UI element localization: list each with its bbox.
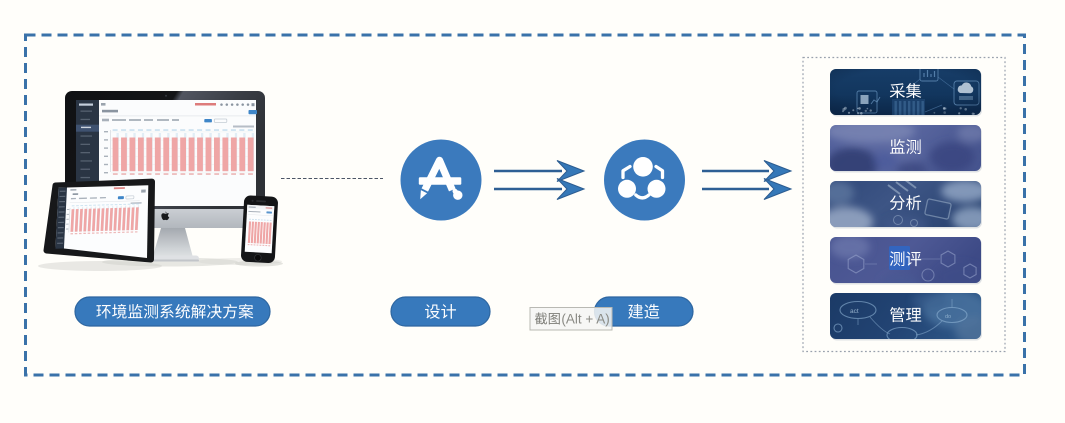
svg-text:act: act [850, 308, 859, 315]
svg-text:(Alt + A): (Alt + A) [561, 312, 609, 327]
svg-text:do: do [945, 314, 951, 320]
